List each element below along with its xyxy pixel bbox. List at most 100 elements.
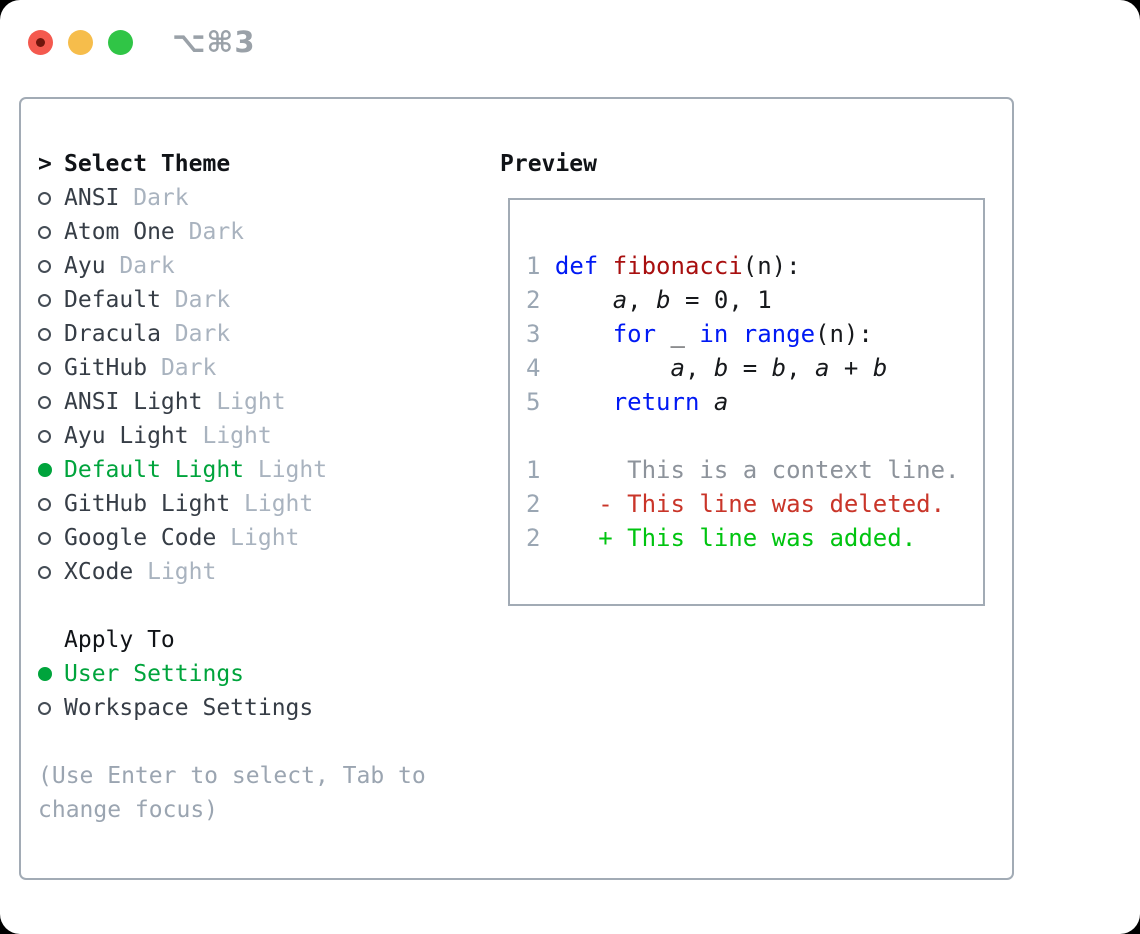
option-label: ANSI bbox=[64, 185, 120, 211]
radio-cell bbox=[38, 667, 64, 681]
line-number: 1 bbox=[526, 252, 541, 280]
help-text-line-1: (Use Enter to select, Tab to bbox=[38, 763, 426, 789]
option-label: Atom One bbox=[64, 219, 175, 245]
radio-cell bbox=[38, 463, 64, 477]
preview-line: 2 + This line was added. bbox=[526, 524, 917, 552]
option-label: Ayu bbox=[64, 253, 106, 279]
option-label: Default bbox=[64, 287, 161, 313]
radio-icon bbox=[38, 701, 51, 715]
line-number: 2 bbox=[526, 524, 541, 552]
variant-tag: Dark bbox=[188, 219, 245, 245]
variant-tag: Light bbox=[202, 423, 272, 449]
radio-cell bbox=[38, 259, 64, 273]
line-number: 2 bbox=[526, 490, 541, 518]
preview-pane: 1 def fibonacci(n): 2 a, b = 0, 1 3 for _ … bbox=[508, 198, 985, 606]
radio-cell bbox=[38, 395, 64, 409]
variant-tag: Light bbox=[244, 491, 314, 517]
line-number: 3 bbox=[526, 320, 541, 348]
radio-cell bbox=[38, 701, 64, 715]
radio-icon bbox=[38, 497, 51, 511]
apply-option-workspace-settings[interactable]: Workspace Settings bbox=[38, 691, 426, 725]
option-label: Workspace Settings bbox=[64, 695, 314, 721]
radio-icon bbox=[38, 531, 51, 545]
apply-to-header: Apply To bbox=[38, 623, 426, 657]
variant-tag: Dark bbox=[133, 185, 189, 211]
option-label: Ayu Light bbox=[64, 423, 189, 449]
theme-option-default-light-light[interactable]: Default Light Light bbox=[38, 453, 426, 487]
preview-line: 2 a, b = 0, 1 bbox=[526, 286, 772, 314]
preview-title: Preview bbox=[500, 151, 597, 177]
option-label: User Settings bbox=[64, 661, 245, 687]
preview-line: 2 - This line was deleted. bbox=[526, 490, 946, 518]
option-label: Default Light bbox=[64, 457, 245, 483]
variant-tag: Dark bbox=[174, 287, 231, 313]
radio-icon bbox=[38, 395, 51, 409]
theme-option-atom-one-dark[interactable]: Atom One Dark bbox=[38, 215, 426, 249]
close-button[interactable] bbox=[28, 29, 53, 55]
radio-icon bbox=[38, 429, 51, 443]
theme-option-dracula-dark[interactable]: Dracula Dark bbox=[38, 317, 426, 351]
variant-tag: Dark bbox=[174, 321, 231, 347]
minimize-button[interactable] bbox=[68, 29, 93, 55]
option-label: GitHub bbox=[64, 355, 148, 381]
theme-option-github-light-light[interactable]: GitHub Light Light bbox=[38, 487, 426, 521]
variant-tag: Light bbox=[257, 457, 328, 483]
line-number: 2 bbox=[526, 286, 541, 314]
spacer-row bbox=[38, 725, 426, 759]
theme-option-ansi-dark[interactable]: ANSI Dark bbox=[38, 181, 426, 215]
spacer-row bbox=[38, 589, 426, 623]
preview-line: 1 This is a context line. bbox=[526, 456, 960, 484]
prompt-icon: > bbox=[38, 151, 52, 177]
close-dot-icon bbox=[36, 37, 45, 47]
option-label: Dracula bbox=[64, 321, 161, 347]
radio-cell bbox=[38, 531, 64, 545]
apply-option-user-settings[interactable]: User Settings bbox=[38, 657, 426, 691]
variant-tag: Light bbox=[216, 389, 286, 415]
radio-cell bbox=[38, 293, 64, 307]
radio-cell bbox=[38, 225, 64, 239]
help-text-line-2: change focus) bbox=[38, 797, 219, 823]
radio-cell bbox=[38, 191, 64, 205]
radio-cell bbox=[38, 497, 64, 511]
radio-icon bbox=[38, 293, 51, 307]
radio-icon bbox=[38, 259, 51, 273]
apply-to-title: Apply To bbox=[64, 627, 175, 653]
radio-icon bbox=[38, 191, 51, 205]
line-number: 5 bbox=[526, 388, 541, 416]
variant-tag: Light bbox=[230, 525, 300, 551]
theme-option-google-code-light[interactable]: Google Code Light bbox=[38, 521, 426, 555]
preview-blank-line bbox=[526, 419, 983, 453]
preview-code: 1 def fibonacci(n): 2 a, b = 0, 1 3 for _ … bbox=[526, 249, 983, 555]
option-label: GitHub Light bbox=[64, 491, 231, 517]
maximize-button[interactable] bbox=[108, 29, 133, 55]
line-number: 1 bbox=[526, 456, 541, 484]
radio-icon bbox=[38, 361, 51, 375]
window-shortcut-label: ⌥⌘3 bbox=[172, 25, 256, 59]
preview-line: 3 for _ in range(n): bbox=[526, 320, 873, 348]
theme-option-github-dark[interactable]: GitHub Dark bbox=[38, 351, 426, 385]
radio-icon bbox=[38, 327, 51, 341]
option-label: Google Code bbox=[64, 525, 217, 551]
variant-tag: Dark bbox=[160, 355, 217, 381]
radio-icon bbox=[38, 565, 51, 579]
select-theme-header: > Select Theme bbox=[38, 147, 426, 181]
radio-cell bbox=[38, 429, 64, 443]
preview-column: Preview 1 def fibonacci(n): 2 a, b = 0, 1… bbox=[500, 147, 985, 606]
radio-icon bbox=[38, 225, 51, 239]
line-number: 4 bbox=[526, 354, 541, 382]
titlebar: ⌥⌘3 bbox=[28, 25, 256, 59]
radio-cell bbox=[38, 565, 64, 579]
preview-line: 1 def fibonacci(n): bbox=[526, 252, 801, 280]
option-label: ANSI Light bbox=[64, 389, 203, 415]
theme-option-default-dark[interactable]: Default Dark bbox=[38, 283, 426, 317]
radio-selected-icon bbox=[38, 667, 52, 681]
theme-option-ansi-light-light[interactable]: ANSI Light Light bbox=[38, 385, 426, 419]
theme-option-ayu-light-light[interactable]: Ayu Light Light bbox=[38, 419, 426, 453]
variant-tag: Light bbox=[147, 559, 217, 585]
